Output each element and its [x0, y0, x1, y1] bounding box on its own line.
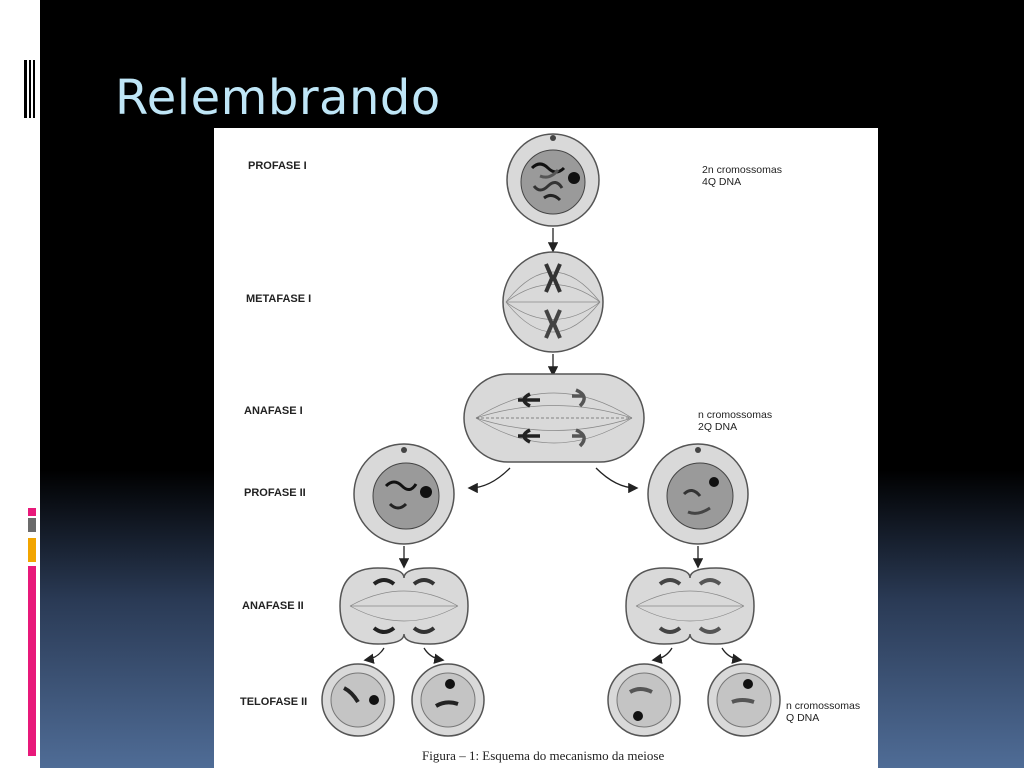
note-2n-4q: 2n cromossomas 4Q DNA: [702, 164, 782, 188]
note-2n-line: 2n cromossomas: [702, 164, 782, 176]
label-anafase-ii: ANAFASE II: [242, 600, 304, 612]
cell-profase-ii-right: [647, 443, 749, 545]
label-profase-i: PROFASE I: [248, 160, 307, 172]
note-q-line: Q DNA: [786, 712, 820, 724]
cell-metafase-i: [502, 251, 604, 353]
note-4q-line: 4Q DNA: [702, 176, 742, 188]
note-n-line: n cromossomas: [698, 409, 773, 421]
note-n-line-2: n cromossomas: [786, 700, 861, 712]
label-anafase-i: ANAFASE I: [244, 405, 303, 417]
cell-telofase-ii-2: [411, 663, 485, 737]
cell-anafase-ii-right: [625, 567, 755, 645]
accent-bar-pink-long: [28, 566, 36, 756]
slide-title: Relembrando: [115, 70, 441, 126]
label-telofase-ii: TELOFASE II: [240, 696, 308, 708]
figure-caption: Figura – 1: Esquema do mecanismo da meio…: [422, 748, 665, 763]
cell-anafase-i: [463, 373, 645, 463]
cell-profase-i: [506, 133, 600, 227]
meiosis-diagram-graphics: [321, 133, 781, 737]
title-decoration-bars: [24, 60, 38, 118]
cell-anafase-ii-left: [339, 567, 469, 645]
note-n-2q: n cromossomas 2Q DNA: [698, 409, 772, 433]
cell-profase-ii-left: [353, 443, 455, 545]
cell-telofase-ii-3: [607, 663, 681, 737]
note-n-q: n cromossomas Q DNA: [786, 700, 860, 724]
accent-bar-orange: [28, 538, 36, 562]
note-2q-line: 2Q DNA: [698, 421, 738, 433]
meiosis-figure: PROFASE I METAFASE I ANAFASE I PROFASE I…: [214, 128, 878, 768]
label-profase-ii: PROFASE II: [244, 487, 306, 499]
label-metafase-i: METAFASE I: [246, 293, 312, 305]
cell-telofase-ii-4: [707, 663, 781, 737]
cell-telofase-ii-1: [321, 663, 395, 737]
accent-bar-pink-top: [28, 508, 36, 516]
accent-bar-gray: [28, 518, 36, 532]
